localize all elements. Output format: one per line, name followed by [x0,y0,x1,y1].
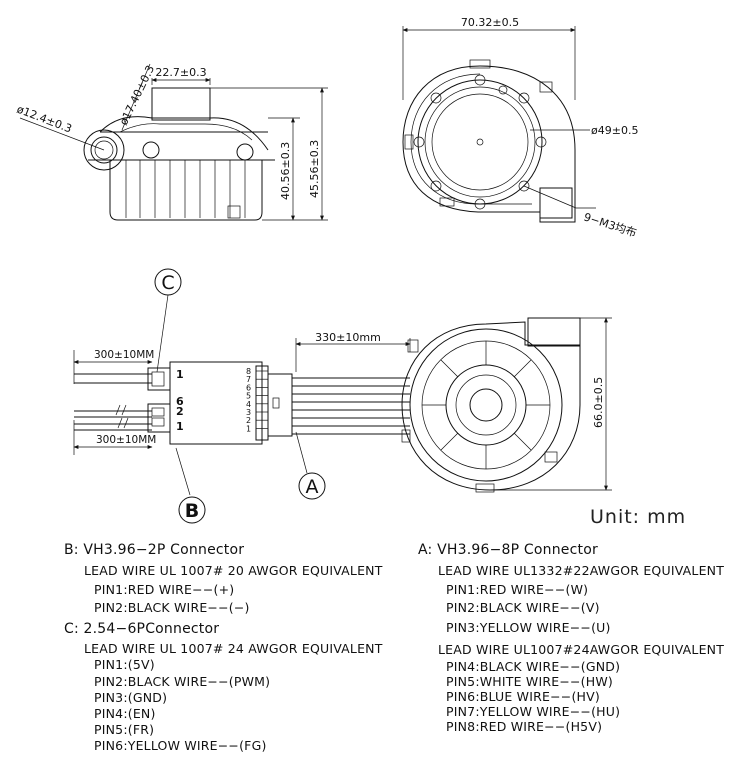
connector-a-pin-6: 6 [246,383,251,392]
side-inlet-outer [83,129,125,171]
note-c-lead: LEAD WIRE UL 1007# 24 AWGOR EQUIVALENT [84,641,383,656]
pin-c-6: 6 [176,395,184,408]
note-a-pin2: PIN2:BLACK WIRE−−(V) [446,600,600,615]
note-c-pin4: PIN4:(EN) [94,706,156,721]
note-a-pin4: PIN4:BLACK WIRE−−(GND) [446,659,621,674]
motor-outlet [527,317,581,347]
dim-front-width: 70.32±0.5 [461,16,519,29]
pin-b-1: 1 [176,420,184,433]
connector-a-pin-5: 5 [246,392,251,401]
connector-a-pin-8: 8 [246,367,251,376]
front-screw-holes [413,74,547,210]
note-c-pin3: PIN3:(GND) [94,690,168,705]
connector-a-pin-2: 2 [246,416,251,425]
side-boss-right [236,143,254,161]
note-c-pin1: PIN1:(5V) [94,657,155,672]
connector-a-housing [267,373,293,437]
side-dome [99,116,269,151]
callout-b-label: B [185,500,199,522]
note-a-pin8: PIN8:RED WIRE−−(H5V) [446,719,603,734]
note-b-lead: LEAD WIRE UL 1007# 20 AWGOR EQUIVALENT [84,563,383,578]
pin-c-1: 1 [176,368,184,381]
callout-a-label: A [306,476,319,498]
callout-a-circle [298,472,326,500]
note-a-pin5: PIN5:WHITE WIRE−−(HW) [446,674,613,689]
side-inlet-inner [90,136,118,164]
side-boss-left [142,141,160,159]
front-view: 70.32±0.5 ø49±0.5 9−M3均布 [402,16,638,240]
front-outlet [539,187,573,219]
note-c-pin6: PIN6:YELLOW WIRE−−(FG) [94,738,267,753]
note-b-pin1: PIN1:RED WIRE−−(+) [94,582,235,597]
dim-hub-dia: ø49±0.5 [591,124,638,137]
motor-vanes [422,341,550,469]
dim-height-outer: 45.56±0.3 [308,140,321,198]
front-tabs [404,59,553,207]
motor-housing [401,321,581,491]
connector-a-pin-4: 4 [246,400,251,409]
callout-c-label: C [161,272,174,294]
connector-a-pin-3: 3 [246,408,251,417]
dim-motor-height: 66.0±0.5 [592,377,605,428]
side-body [109,160,263,221]
screw-note: 9−M3均布 [582,210,638,239]
side-outlet-stub [151,87,211,121]
note-c-title: C: 2.54−6PConnector [64,621,220,637]
motor-outer-ring [409,328,563,482]
motor-tabs [401,339,558,493]
dim-cable-b-top: 300±10MM [94,349,154,361]
note-a-pin3: PIN3:YELLOW WIRE−−(U) [446,620,611,635]
side-view: 22.7±0.3 ø17.40±0.3 ø12.4±0.3 40.56±0.3 … [15,63,328,221]
front-hub-circle [431,93,529,191]
note-a-lead2: LEAD WIRE UL1007#24AWGOR EQUIVALENT [438,642,725,657]
note-c-pin5: PIN5:(FR) [94,722,155,737]
note-a-pin1: PIN1:RED WIRE−−(W) [446,582,589,597]
unit-label: Unit: mm [590,506,687,528]
note-a-pin7: PIN7:YELLOW WIRE−−(HU) [446,704,621,719]
dim-top-width: 22.7±0.3 [155,66,206,79]
dim-height-inner: 40.56±0.3 [279,142,292,200]
motor-shaft [469,388,503,422]
note-a-lead1: LEAD WIRE UL1332#22AWGOR EQUIVALENT [438,563,725,578]
dim-cable-a: 330±10mm [315,331,381,344]
motor-view: 66.0±0.5 [401,317,612,493]
pin-b-2: 2 [176,405,184,418]
connector-c [147,367,171,391]
dim-cable-b-bottom: 300±10MM [96,434,156,446]
a-wires [292,377,410,435]
side-body-ribs [125,160,246,218]
c-wires [74,373,152,431]
front-outer-ring [417,79,543,205]
driver-board [169,361,263,445]
note-c-pin2: PIN2:BLACK WIRE−−(PWM) [94,674,271,689]
note-b-pin2: PIN2:BLACK WIRE−−(−) [94,600,250,615]
front-housing [402,65,576,223]
note-a-title: A: VH3.96−8P Connector [418,542,598,558]
note-a-pin6: PIN6:BLUE WIRE−−(HV) [446,689,600,704]
connector-a-pin-1: 1 [246,424,251,433]
connector-assembly: C 300±10MM 300±10MM 1 6 2 1 [73,268,411,524]
callout-b-circle [178,496,206,524]
connector-a-pin-7: 7 [246,375,251,384]
note-b-title: B: VH3.96−2P Connector [64,542,245,558]
